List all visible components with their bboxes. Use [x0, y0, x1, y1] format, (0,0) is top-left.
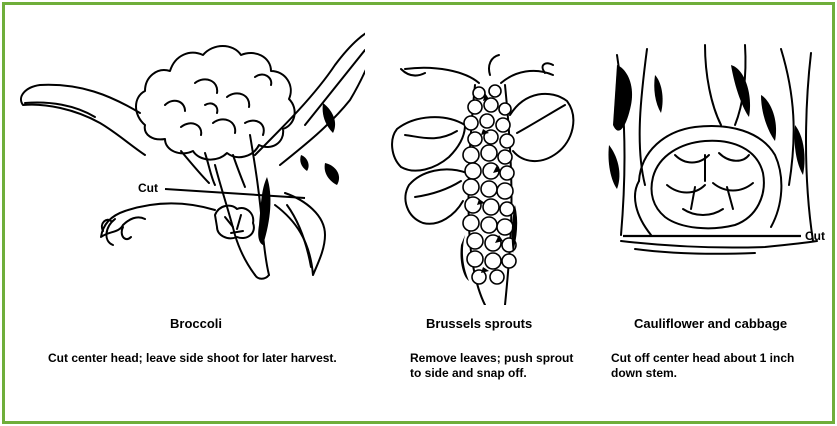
broccoli-title: Broccoli	[170, 316, 222, 331]
cauliflower-cut-label: Cut	[805, 229, 825, 244]
broccoli-description: Cut center head; leave side shoot for la…	[48, 351, 366, 366]
brussels-sprouts-description: Remove leaves; push sprout to side and s…	[410, 351, 578, 381]
cauliflower-cabbage-description: Cut off center head about 1 inch down st…	[611, 351, 811, 381]
broccoli-illustration	[5, 5, 365, 295]
cauliflower-cabbage-title: Cauliflower and cabbage	[634, 316, 787, 331]
broccoli-cut-label: Cut	[138, 181, 158, 196]
brussels-sprouts-title: Brussels sprouts	[426, 316, 532, 331]
